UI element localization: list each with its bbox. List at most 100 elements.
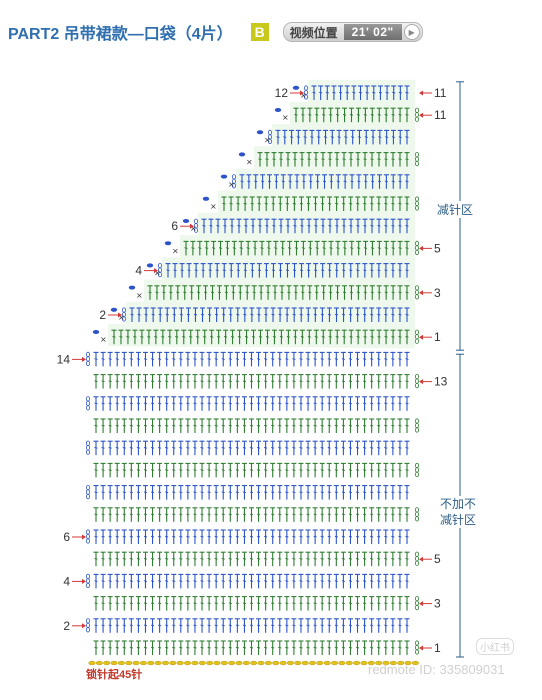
dc-slash [306, 313, 310, 316]
dc-slash [384, 291, 388, 294]
dc-slash [377, 380, 381, 383]
dc-slash [101, 402, 105, 405]
dc-slash [271, 402, 275, 405]
dc-slash [336, 114, 340, 116]
dc-slash [398, 580, 402, 582]
dc-slash [222, 313, 226, 316]
dc-slash [143, 380, 148, 383]
dc-slash [370, 469, 374, 471]
video-position-chip[interactable]: 视频位置 21' 02" ▶ [282, 22, 423, 42]
dc-slash [235, 447, 239, 449]
dc-slash [200, 558, 204, 560]
dc-slash [129, 580, 133, 582]
stitch-row [86, 440, 410, 456]
dc-slash [250, 269, 254, 272]
watermark-id: redmote ID: 335809031 [368, 662, 505, 677]
dc-slash [327, 491, 331, 494]
dc-slash [345, 91, 349, 94]
arrow-head [118, 312, 122, 318]
dc-slash [398, 491, 402, 494]
dc-slash [223, 225, 227, 227]
dc-slash [391, 380, 395, 383]
dc-slash [235, 558, 239, 560]
dc-slash [370, 247, 375, 249]
turning-chain [414, 467, 419, 473]
dc-slash [292, 469, 296, 471]
dc-slash [377, 602, 381, 605]
dc-slash [115, 646, 119, 649]
dc-slash [271, 269, 276, 272]
dc-slash [207, 402, 211, 405]
dc-slash [306, 491, 310, 494]
dc-slash [292, 447, 296, 449]
dc-slash [143, 602, 148, 605]
stitch-row: × [292, 85, 410, 100]
dc-slash [341, 535, 345, 538]
dc-slash [314, 336, 318, 338]
dc-slash [334, 602, 338, 605]
dc-slash [300, 225, 304, 227]
dc-slash [362, 535, 367, 538]
dc-slash [249, 513, 254, 516]
dc-slash [362, 358, 367, 360]
chain-stitch [88, 660, 96, 666]
dc-slash [207, 313, 212, 316]
dc-slash [94, 469, 98, 471]
dc-slash [165, 424, 169, 427]
dc-slash [377, 447, 381, 449]
dc-slash [336, 247, 340, 249]
dc-slash [348, 624, 353, 627]
dc-slash [299, 491, 303, 494]
play-icon[interactable]: ▶ [403, 24, 420, 40]
dc-slash [214, 424, 218, 427]
dc-slash [136, 469, 141, 471]
dc-slash [384, 225, 388, 227]
dc-slash [184, 247, 188, 249]
dc-slash [391, 646, 395, 649]
dc-slash [384, 380, 388, 383]
dc-slash [299, 424, 303, 427]
dc-slash [357, 180, 361, 183]
dc-slash [287, 247, 292, 249]
dc-slash [306, 402, 310, 405]
dc-slash [377, 313, 381, 316]
dc-slash [228, 513, 232, 516]
dc-slash [405, 535, 409, 538]
dc-slash [384, 424, 388, 427]
dc-slash [136, 580, 141, 582]
dc-slash [285, 580, 289, 582]
chain-stitch [184, 660, 192, 666]
stitch-row [93, 462, 419, 478]
dc-slash [285, 447, 289, 449]
chain-stitch [117, 660, 125, 666]
dc-slash [377, 513, 381, 516]
dc-slash [349, 336, 353, 338]
slip-stitch [92, 330, 100, 334]
dc-slash [238, 291, 242, 294]
dc-slash [165, 513, 169, 516]
dc-slash [136, 558, 141, 560]
zone-lower-label-1: 不加不 [440, 497, 476, 511]
dc-slash [136, 380, 141, 383]
dc-slash [207, 469, 211, 471]
dc-slash [398, 202, 402, 205]
turning-chain [414, 338, 419, 344]
dc-slash [182, 336, 186, 338]
dc-slash [179, 469, 183, 471]
dc-slash [321, 336, 325, 338]
sc-mark: × [118, 313, 125, 322]
dc-slash [278, 469, 282, 471]
dc-slash [281, 247, 285, 249]
chain-stitch [367, 660, 375, 666]
dc-slash [391, 180, 395, 183]
dc-slash [212, 247, 216, 249]
dc-slash [207, 646, 211, 649]
dc-slash [230, 225, 234, 227]
dc-slash [362, 602, 367, 605]
dc-slash [342, 336, 346, 338]
dc-slash [294, 114, 298, 116]
dc-slash [256, 580, 261, 582]
dc-slash [256, 646, 261, 649]
stitch-row [86, 573, 410, 589]
dc-slash [405, 291, 409, 294]
